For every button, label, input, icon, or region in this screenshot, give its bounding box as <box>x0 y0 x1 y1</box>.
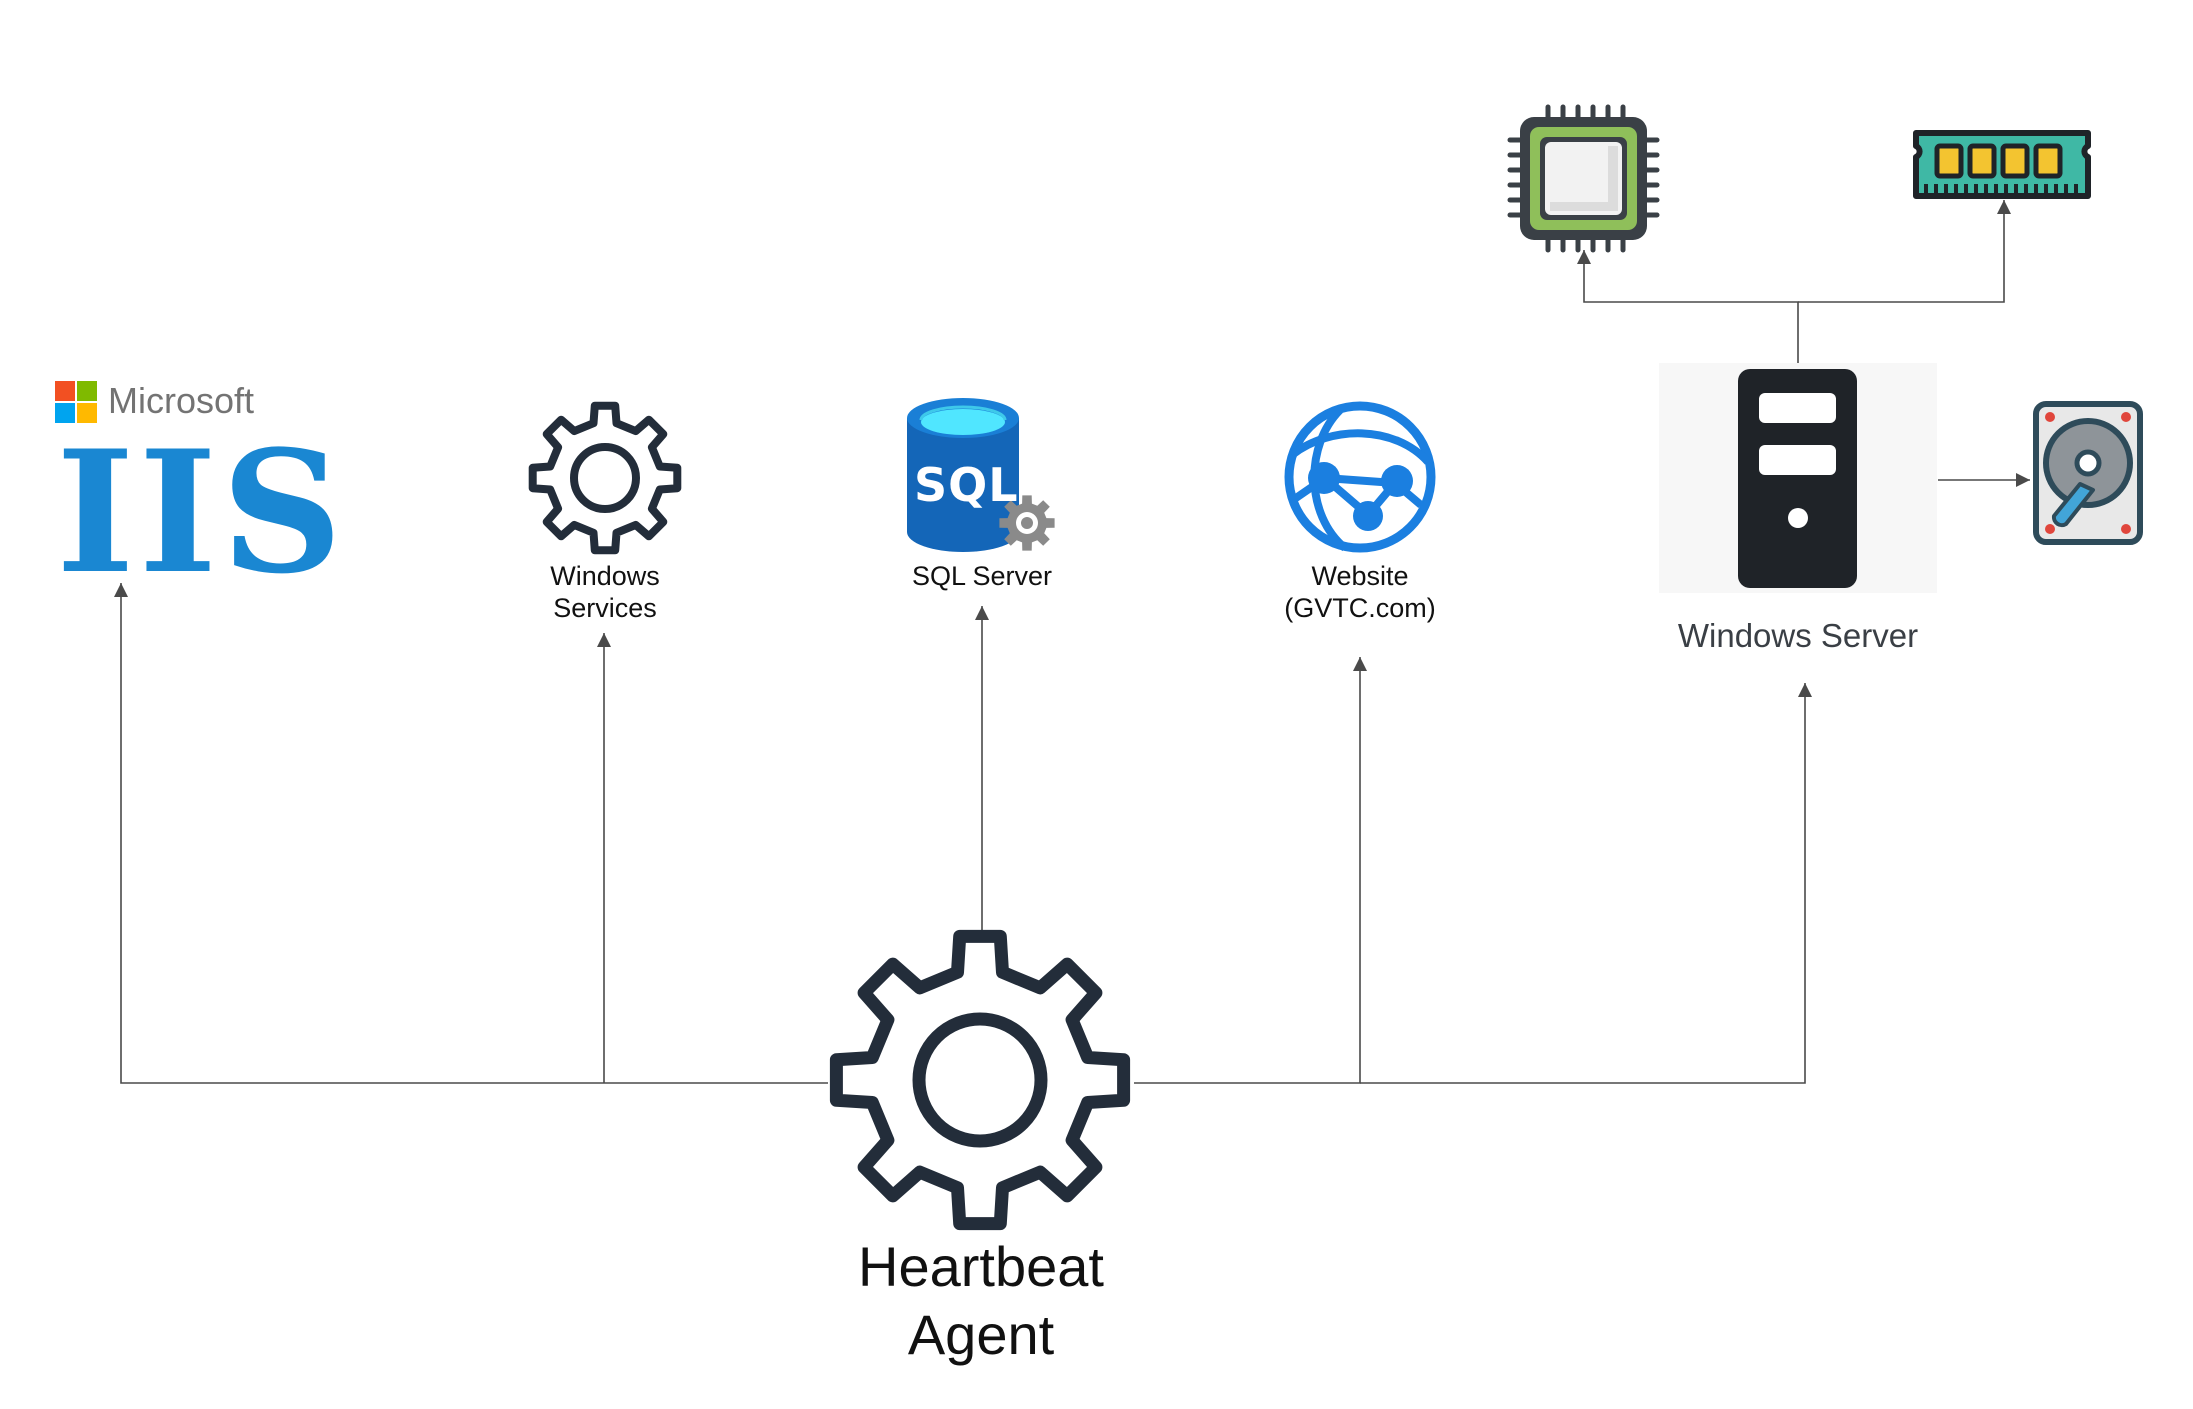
website-label: Website (GVTC.com) <box>1230 560 1490 625</box>
edge-server-ram <box>1798 200 2011 303</box>
edge-agent-website <box>1134 657 1367 1084</box>
hard-disk-icon <box>2033 401 2143 545</box>
gear-icon <box>829 929 1131 1231</box>
windows-services-label: Windows Services <box>475 560 735 625</box>
windows-services-label-line1: Windows <box>550 561 660 591</box>
globe-network-icon <box>1284 401 1436 553</box>
windows-services-label-line2: Services <box>553 593 657 624</box>
heartbeat-agent-label-line2: Agent <box>907 1303 1055 1367</box>
heartbeat-agent-label: Heartbeat Agent <box>731 1233 1231 1370</box>
heartbeat-agent-label-line1: Heartbeat <box>858 1235 1104 1298</box>
edge-agent-iis <box>114 583 828 1084</box>
gear-icon <box>528 401 682 555</box>
sql-server-label: SQL Server <box>911 561 1053 591</box>
iis-vendor-label: Microsoft <box>108 380 255 421</box>
windows-server-label: Windows Server <box>1677 617 1919 654</box>
connectors <box>114 200 2030 1084</box>
microsoft-logo-icon <box>55 381 97 423</box>
server-tower-icon <box>1659 363 1937 593</box>
edge-agent-windows-server <box>1360 683 1812 1084</box>
cpu-chip-icon <box>1507 104 1660 253</box>
website-label-line2: (GVTC.com) <box>1284 593 1436 624</box>
edge-server-cpu <box>1577 250 1799 363</box>
sql-badge-text: SQL <box>914 458 1019 512</box>
iis-logo-icon: IIS <box>56 413 347 611</box>
sql-database-icon <box>907 398 1055 552</box>
ram-module-icon <box>1913 130 2091 199</box>
website-label-line1: Website <box>1311 561 1409 591</box>
